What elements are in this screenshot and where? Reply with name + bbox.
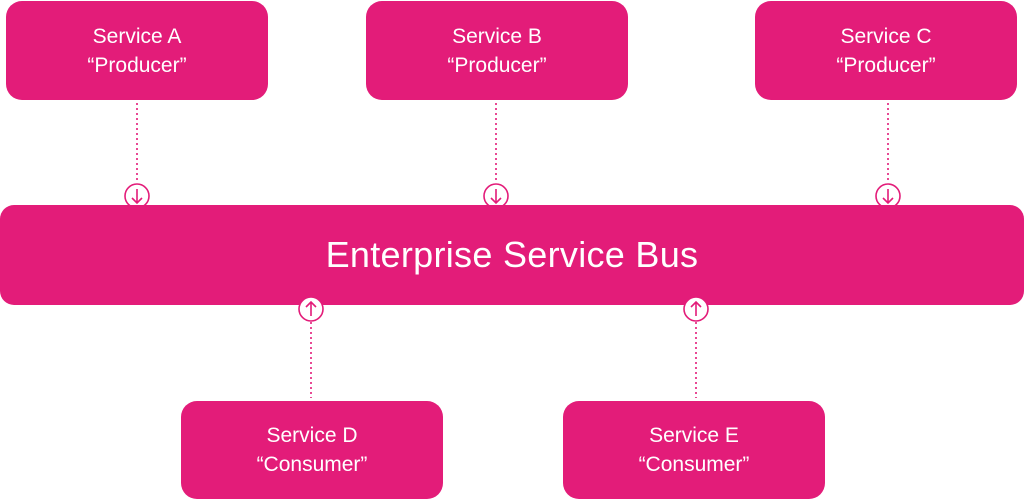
service-role: “Producer” <box>87 53 187 77</box>
consumer-box-service-e: Service E “Consumer” <box>563 401 825 499</box>
bus-label: Enterprise Service Bus <box>325 234 699 275</box>
enterprise-service-bus: Enterprise Service Bus <box>0 205 1024 305</box>
service-name: Service B <box>452 24 542 48</box>
consumer-box-service-d: Service D “Consumer” <box>181 401 443 499</box>
producer-box-service-b: Service B “Producer” <box>366 1 628 100</box>
service-name: Service A <box>92 24 182 48</box>
service-name: Service C <box>840 24 932 48</box>
service-role: “Producer” <box>447 53 547 77</box>
service-role: “Producer” <box>836 53 936 77</box>
producer-box-service-c: Service C “Producer” <box>755 1 1017 100</box>
service-name: Service D <box>266 424 358 447</box>
producer-box-service-a: Service A “Producer” <box>6 1 268 100</box>
service-role: “Consumer” <box>638 453 750 476</box>
service-role: “Consumer” <box>256 453 368 476</box>
service-name: Service E <box>649 424 739 447</box>
